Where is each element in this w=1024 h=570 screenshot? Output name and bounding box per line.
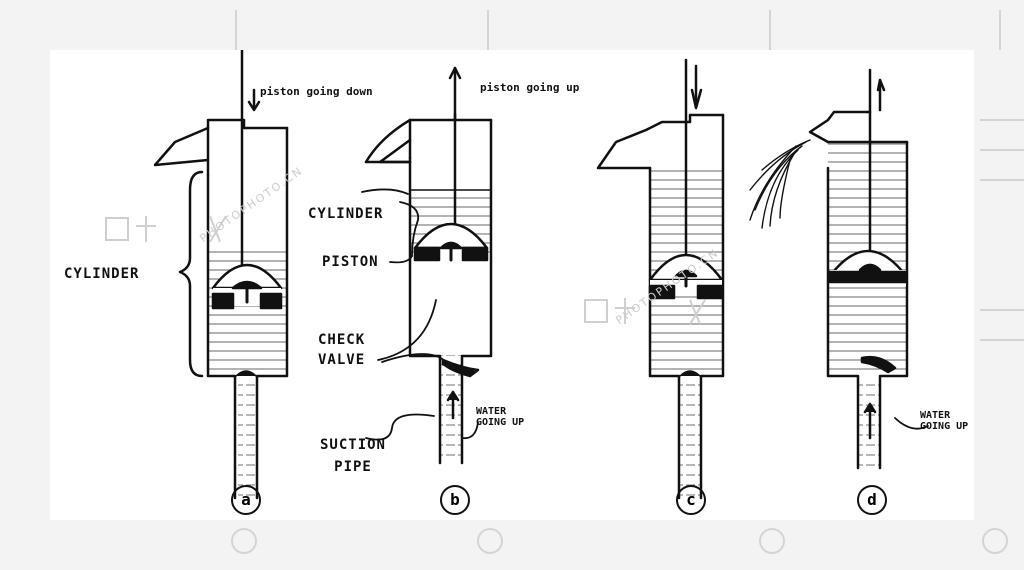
panel-a — [153, 50, 289, 500]
panel-b — [364, 66, 493, 465]
caption-b: b — [440, 485, 470, 515]
caption-c: c — [676, 485, 706, 515]
leader-lines — [361, 188, 929, 441]
watermark-logo — [105, 215, 706, 325]
label-cylinder-b: CYLINDER — [308, 206, 384, 222]
pump-diagram — [105, 50, 929, 500]
label-water-going-up-b: WATER GOING UP — [476, 406, 525, 428]
panel-d — [808, 68, 909, 470]
caption-d: d — [857, 485, 887, 515]
panel-a-cylinder-brace — [178, 170, 204, 378]
label-piston: PISTON — [322, 254, 379, 270]
panel-a-arrow-note: piston going down — [260, 85, 373, 98]
panel-b-arrow-note: piston going up — [480, 81, 580, 94]
panel-c — [596, 58, 725, 500]
caption-a: a — [231, 485, 261, 515]
diagram-card: piston going down piston going up CYLIND… — [50, 50, 974, 520]
label-cylinder-a: CYLINDER — [64, 266, 140, 282]
label-suction-pipe: SUCTION PIPE — [319, 437, 386, 475]
label-check-valve: CHECK VALVE — [318, 332, 366, 368]
water-spray — [749, 139, 811, 229]
label-water-going-up-d: WATER GOING UP — [920, 410, 969, 432]
